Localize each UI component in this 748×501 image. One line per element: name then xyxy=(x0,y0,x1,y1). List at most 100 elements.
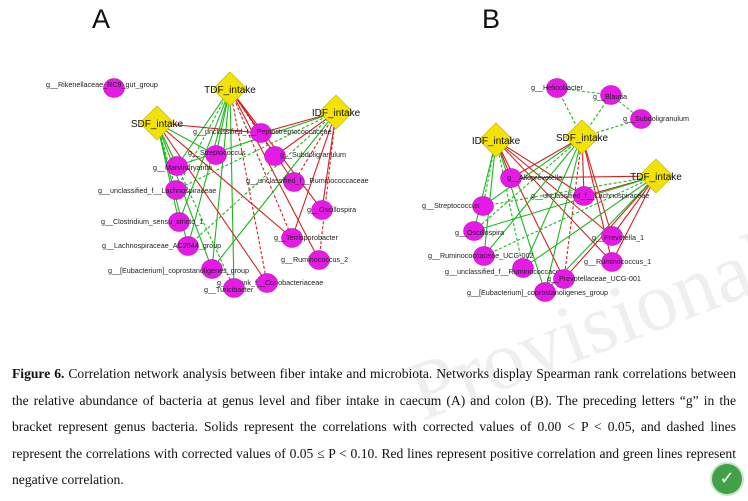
edge-positive-solid xyxy=(581,136,613,237)
fiber-intake-node[interactable] xyxy=(638,158,674,194)
genus-node[interactable] xyxy=(463,221,485,241)
genus-node[interactable] xyxy=(165,180,187,200)
genus-node[interactable] xyxy=(166,156,188,176)
genus-node[interactable] xyxy=(553,269,575,289)
genus-node[interactable] xyxy=(600,85,622,105)
fiber-intake-label: SDF_intake xyxy=(131,119,184,130)
edge-positive-solid xyxy=(291,111,337,239)
genus-node-label: g__Oscillospira xyxy=(307,205,356,214)
fiber-intake-node[interactable] xyxy=(478,122,514,158)
genus-node[interactable] xyxy=(201,259,223,279)
fiber-intake-node[interactable] xyxy=(139,105,175,141)
edge-negative-solid xyxy=(522,136,583,269)
edge-positive-dashed xyxy=(229,88,268,284)
leaf-check-icon[interactable]: ✓ xyxy=(712,464,742,494)
edge-negative-dashed xyxy=(495,139,524,269)
fiber-intake-node[interactable] xyxy=(318,94,354,130)
genus-node[interactable] xyxy=(168,212,190,232)
genus-node[interactable] xyxy=(177,236,199,256)
genus-node[interactable] xyxy=(630,109,652,129)
genus-node-label: g__Streptococcus xyxy=(188,148,246,157)
figure-caption: Figure 6. Correlation network analysis b… xyxy=(12,361,736,494)
genus-node-label: g__Streptococcus xyxy=(422,201,480,210)
edge-negative-dashed xyxy=(175,88,231,191)
genus-node-label: g__unclassified_f__Ruminococcaceae xyxy=(445,267,568,276)
edge-negative-solid xyxy=(544,136,583,293)
genus-node[interactable] xyxy=(264,146,286,166)
edge-negative-solid xyxy=(495,139,546,293)
genus-node-label: g__Marvinbryantia xyxy=(153,163,212,172)
genus-node-label: g__Oscillospira xyxy=(455,228,504,237)
genus-node[interactable] xyxy=(573,186,595,206)
genus-node[interactable] xyxy=(534,282,556,302)
genus-node-label: g__Rikenellaceae_RC9_gut_group xyxy=(46,80,158,89)
genus-node-label: g__[Eubacterium]_coprostanoligenes_group xyxy=(467,288,608,297)
edge-negative-solid xyxy=(482,136,583,207)
fiber-intake-node[interactable] xyxy=(212,71,248,107)
edge-negative-solid xyxy=(156,122,213,270)
genus-node-label: g__Blautia xyxy=(593,92,627,101)
edge-negative-solid xyxy=(473,139,497,232)
genus-node-label: g__Subdoligranulum xyxy=(623,114,689,123)
edge-negative-solid xyxy=(229,88,235,289)
genus-node[interactable] xyxy=(512,258,534,278)
caption-label: Figure 6. xyxy=(12,366,65,381)
genus-node-label: g__Clostridium_sensu_stricto_1 xyxy=(101,217,203,226)
genus-node-label: g__unclassified_f__Lachnospiraceae xyxy=(98,186,216,195)
edge-positive-solid xyxy=(495,139,565,280)
genus-node-label: g__Terrisporobacter xyxy=(274,233,339,242)
genus-node-label: g__Alloprevotella xyxy=(507,173,562,182)
edge-negative-solid xyxy=(483,139,497,257)
genus-node[interactable] xyxy=(283,172,305,192)
edge-positive-solid xyxy=(495,139,613,263)
genus-node[interactable] xyxy=(256,273,278,293)
edge-positive-solid xyxy=(156,122,262,134)
edge-negative-solid xyxy=(211,111,337,270)
edge-positive-dashed xyxy=(229,88,293,239)
genus-node[interactable] xyxy=(281,228,303,248)
fiber-intake-label: IDF_intake xyxy=(312,108,361,119)
edge-positive-solid xyxy=(229,88,320,261)
genus-node-label: g__Turicibacter xyxy=(204,285,254,294)
edge-positive-solid xyxy=(510,136,583,179)
genus-node-label: g__Prevotella_1 xyxy=(592,233,644,242)
genus-node[interactable] xyxy=(223,278,245,298)
edge-negative-solid xyxy=(483,136,583,257)
correlation-networks: g__Rikenellaceae_RC9_gut_group g__unclass… xyxy=(46,71,689,302)
fiber-intake-label: TDF_intake xyxy=(630,172,682,183)
edge-positive-solid xyxy=(495,139,585,197)
genus-node-label: g__norank_f__Coriobacteriaceae xyxy=(217,278,323,287)
genus-node-label: g__Ruminococcus_1 xyxy=(584,257,651,266)
edge-negative-dashed xyxy=(187,111,337,247)
genus-node[interactable] xyxy=(308,250,330,270)
genus-node[interactable] xyxy=(311,200,333,220)
edge-negative-solid xyxy=(211,88,231,270)
genus-node[interactable] xyxy=(205,145,227,165)
genus-node-label: g__unclassified_f__Peptostreptococcaceae xyxy=(193,127,332,136)
edge-negative-solid xyxy=(473,175,657,232)
genus-node-label: g__Ruminococcus_2 xyxy=(281,255,348,264)
panel-a-letter: A xyxy=(92,4,111,34)
genus-node-label: g__Lachnospiraceae_AC2044_group xyxy=(102,241,221,250)
edge-positive-solid xyxy=(156,122,268,284)
genus-node-label: g__Prevotellaceae_UCG-001 xyxy=(547,274,641,283)
genus-node-label: g__Subdoligranulum xyxy=(280,150,346,159)
fiber-intake-label: TDF_intake xyxy=(204,85,256,96)
genus-node-label: g__[Eubacterium]_coprostanoligenes_group xyxy=(108,266,249,275)
edge-positive-dashed xyxy=(293,111,337,183)
edge-positive-solid xyxy=(611,175,657,263)
panel-b-letter: B xyxy=(482,4,501,34)
genus-node[interactable] xyxy=(472,196,494,216)
genus-node[interactable] xyxy=(546,78,568,98)
fiber-intake-label: IDF_intake xyxy=(472,136,521,147)
genus-node[interactable] xyxy=(601,252,623,272)
genus-node[interactable] xyxy=(500,168,522,188)
genus-node-label: g__Ruminococcaceae_UCG-002 xyxy=(428,251,533,260)
genus-node[interactable] xyxy=(103,78,125,98)
edge-positive-solid xyxy=(510,175,657,179)
fiber-intake-node[interactable] xyxy=(564,119,600,155)
caption-text: Correlation network analysis between fib… xyxy=(12,366,737,488)
genus-node[interactable] xyxy=(473,246,495,266)
genus-node[interactable] xyxy=(250,123,272,143)
genus-node[interactable] xyxy=(601,226,623,246)
